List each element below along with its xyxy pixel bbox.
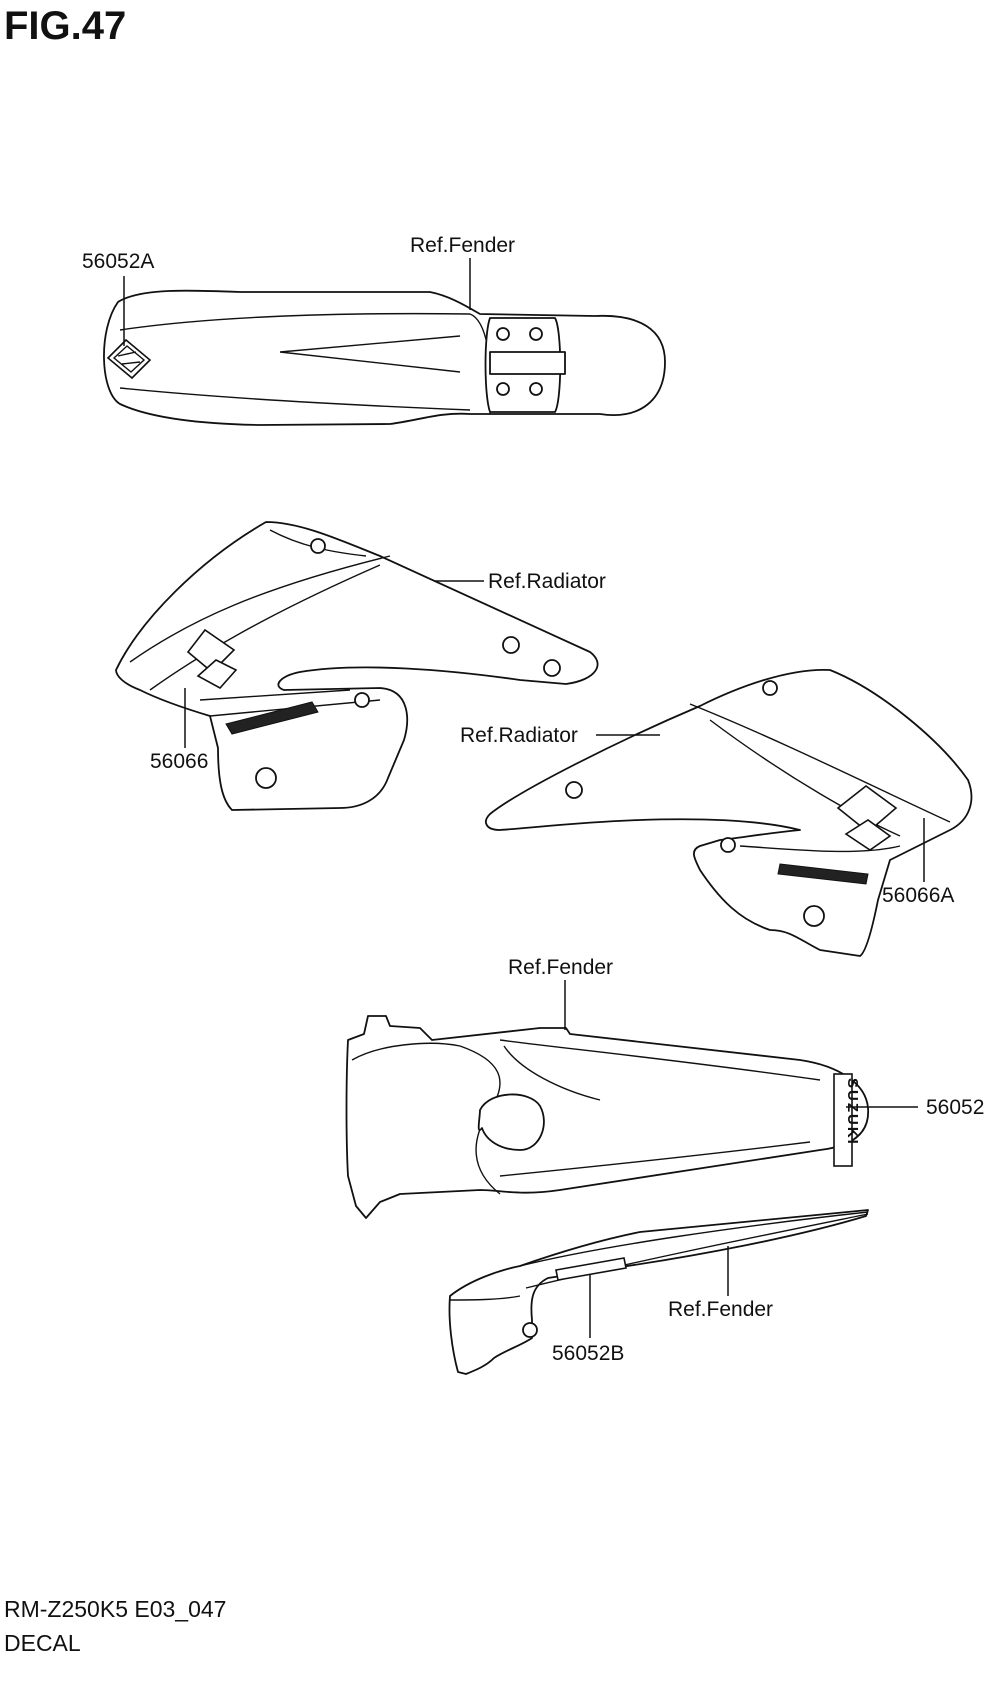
left-radiator-ref-label: Ref.Radiator <box>488 570 606 593</box>
side-fender-decal-label: 56052B <box>552 1342 624 1365</box>
rear-fender: SUZUKI <box>345 1015 869 1219</box>
rear-fender-decal-56052: SUZUKI <box>833 1073 861 1167</box>
right-radiator-ref-label: Ref.Radiator <box>460 724 578 747</box>
left-radiator-shroud <box>115 521 599 811</box>
section-name: DECAL <box>4 1630 81 1656</box>
figure-title: FIG.47 <box>4 4 127 48</box>
left-shroud-decal-label: 56066 <box>150 750 208 773</box>
side-fender <box>448 1209 869 1375</box>
rear-fender-ref-label: Ref.Fender <box>508 956 613 979</box>
model-code: RM-Z250K5 E03_047 <box>4 1596 227 1622</box>
right-shroud-decal-56066a <box>777 784 898 885</box>
right-radiator-shroud <box>485 669 973 957</box>
left-shroud-decal-56066 <box>186 628 319 735</box>
side-fender-decal-56052b <box>555 1257 627 1281</box>
rear-fender-decal-label: 56052 <box>926 1096 984 1119</box>
side-fender-ref-label: Ref.Fender <box>668 1298 773 1321</box>
front-fender-decal-56052a <box>106 338 152 380</box>
front-fender <box>103 289 666 426</box>
right-shroud-decal-label: 56066A <box>882 884 954 907</box>
front-fender-decal-label: 56052A <box>82 250 154 273</box>
rear-fender-brand-text: SUZUKI <box>844 1078 861 1146</box>
front-fender-ref-label: Ref.Fender <box>410 234 515 257</box>
